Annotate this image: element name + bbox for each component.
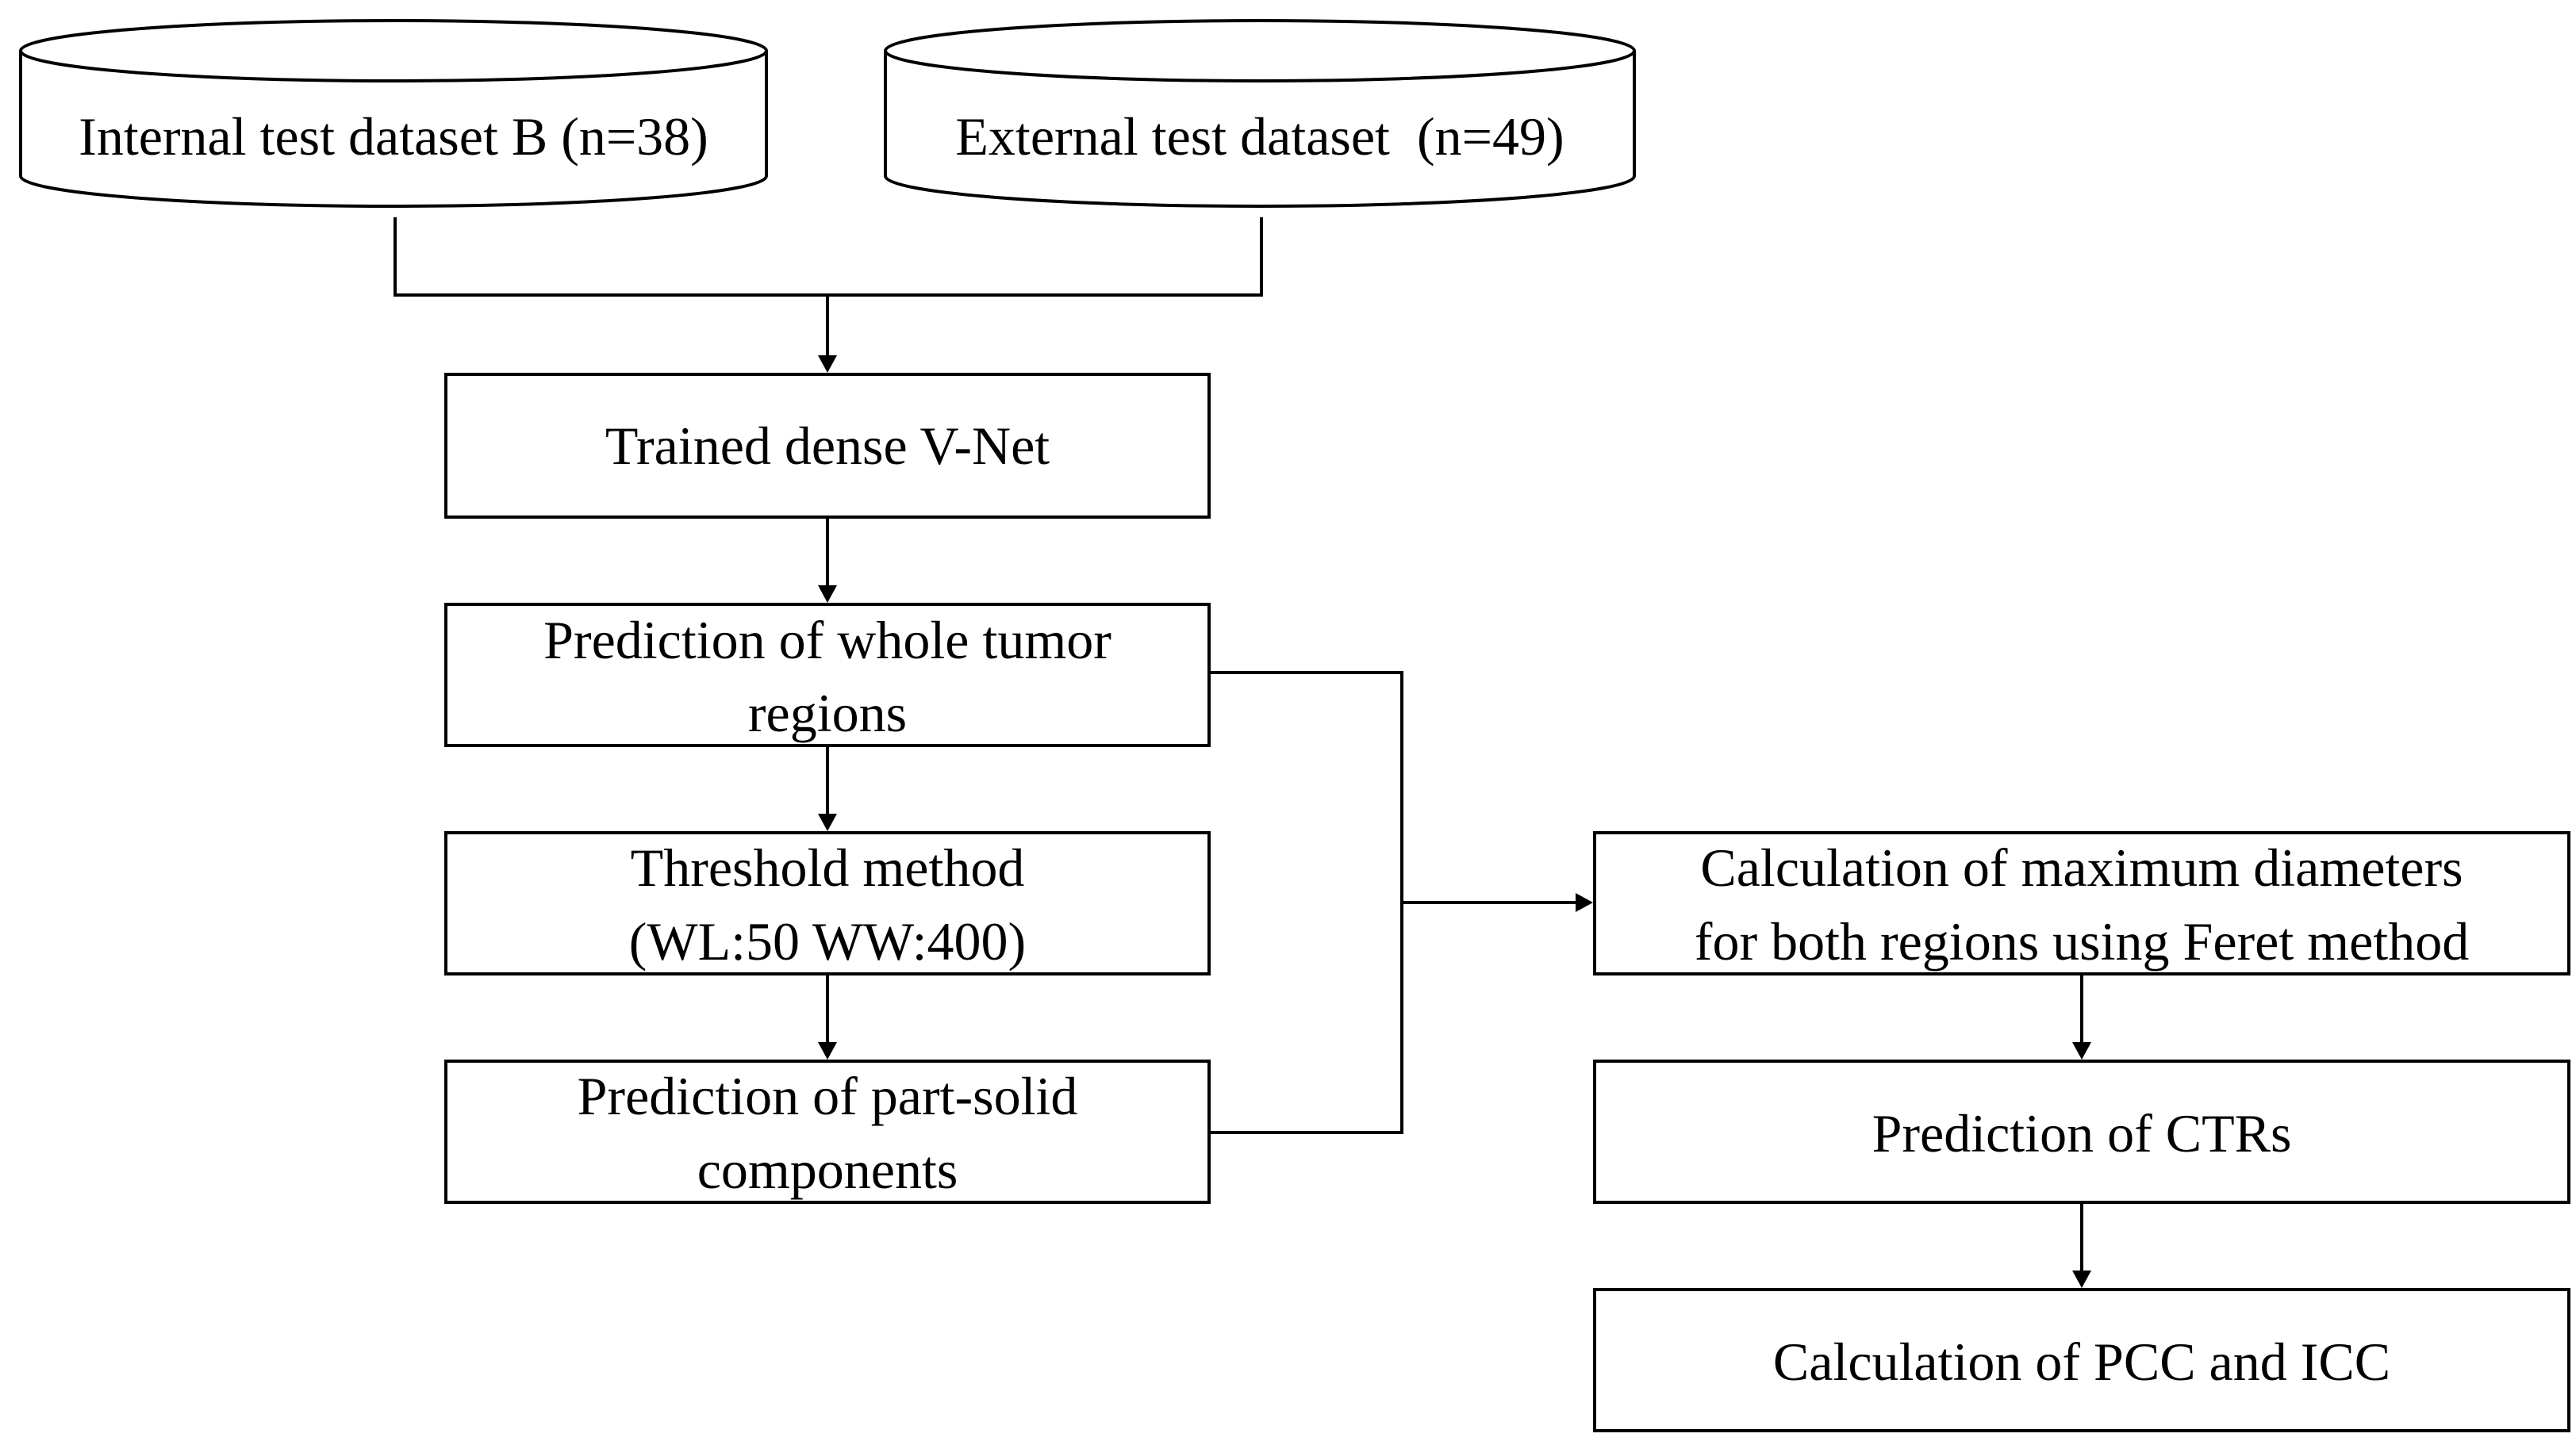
metrics-label: Calculation of PCC and ICC: [1773, 1332, 2390, 1392]
feret-label-line-2: for both regions using Feret method: [1695, 911, 2469, 972]
ctr-box: [1593, 1060, 2570, 1204]
internal-dataset-cylinder: [19, 19, 768, 208]
ctr-node: Prediction of CTRs: [1593, 1060, 2570, 1204]
arrow-to-model: [818, 355, 837, 373]
threshold-node: Threshold method (WL:50 WW:400): [444, 831, 1211, 975]
threshold-label-line-1: Threshold method: [631, 837, 1025, 898]
arrow-to-whole-tumor: [818, 585, 837, 603]
whole-tumor-box: [444, 603, 1211, 747]
arrow-to-feret: [1576, 893, 1593, 912]
external-dataset-label: External test dataset (n=49): [955, 106, 1564, 167]
arrow-to-ctr: [2072, 1042, 2091, 1060]
model-node: Trained dense V-Net: [444, 373, 1211, 519]
external-dataset-node: External test dataset (n=49): [884, 19, 1636, 208]
part-solid-node: Prediction of part-solid components: [444, 1060, 1211, 1204]
external-dataset-cylinder: [884, 19, 1636, 208]
internal-dataset-node: Internal test dataset B (n=38): [19, 19, 768, 208]
threshold-label-line-2: (WL:50 WW:400): [629, 911, 1026, 972]
whole-tumor-label-line-2: regions: [748, 683, 907, 743]
internal-dataset-label: Internal test dataset B (n=38): [79, 106, 708, 167]
metrics-node: Calculation of PCC and ICC: [1593, 1288, 2570, 1432]
dataset-merge-connector: [394, 217, 1263, 358]
model-label: Trained dense V-Net: [605, 416, 1050, 476]
model-box: [444, 373, 1211, 519]
feret-node: Calculation of maximum diameters for bot…: [1593, 831, 2570, 975]
part-solid-label-line-1: Prediction of part-solid: [578, 1066, 1078, 1126]
external-dataset-cylinder-rim: [884, 50, 1636, 82]
whole-tumor-node: Prediction of whole tumor regions: [444, 603, 1211, 747]
internal-dataset-cylinder-rim: [19, 50, 768, 82]
feret-label-line-1: Calculation of maximum diameters: [1700, 837, 2463, 898]
part-solid-box: [444, 1060, 1211, 1204]
whole-tumor-label-line-1: Prediction of whole tumor: [543, 610, 1111, 670]
feret-box: [1593, 831, 2570, 975]
ctr-label: Prediction of CTRs: [1872, 1103, 2292, 1163]
arrow-to-metrics: [2072, 1271, 2091, 1288]
part-solid-label-line-2: components: [697, 1140, 958, 1200]
arrow-to-threshold: [818, 814, 837, 831]
arrow-to-part-solid: [818, 1042, 837, 1060]
regions-merge-connector: [1209, 671, 1577, 1134]
metrics-box: [1593, 1288, 2570, 1432]
threshold-box: [444, 831, 1211, 975]
